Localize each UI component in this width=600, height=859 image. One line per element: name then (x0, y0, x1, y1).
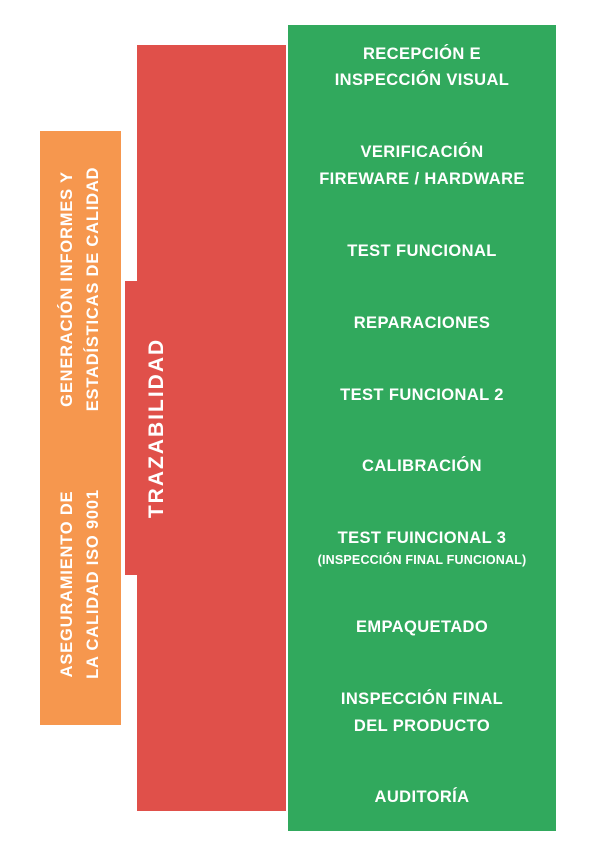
process-step-reception: RECEPCIÓN E INSPECCIÓN VISUAL (296, 41, 548, 94)
quality-assurance-bar (40, 131, 121, 725)
traceability-label: TRAZABILIDAD (145, 337, 168, 519)
process-step-packaging: EMPAQUETADO (296, 614, 548, 640)
process-step-label: TEST FUNCIONAL 2 (340, 385, 504, 404)
process-step-label: INSPECCIÓN FINAL DEL PRODUCTO (340, 690, 504, 735)
process-step-final-inspection: INSPECCIÓN FINAL DEL PRODUCTO (296, 686, 548, 739)
process-step-calibration: CALIBRACIÓN (296, 453, 548, 479)
traceability-bar-tab (125, 281, 137, 575)
process-step-functional-test: TEST FUNCIONAL (296, 238, 548, 264)
process-steps-bar: RECEPCIÓN E INSPECCIÓN VISUAL VERIFICACI… (288, 25, 556, 831)
process-step-functional-test-2: TEST FUNCIONAL 2 (296, 382, 548, 408)
process-step-label: VERIFICACIÓN FIREWARE / HARDWARE (319, 143, 525, 188)
process-step-label: RECEPCIÓN E INSPECCIÓN VISUAL (334, 45, 510, 90)
process-step-label: TEST FUINCIONAL 3 (337, 529, 507, 548)
process-step-label: TEST FUNCIONAL (347, 241, 497, 260)
process-step-label: REPARACIONES (353, 313, 491, 332)
process-step-sublabel: (INSPECCIÓN FINAL FUNCIONAL) (317, 552, 527, 567)
process-step-label: CALIBRACIÓN (362, 457, 482, 476)
process-step-functional-test-3: TEST FUINCIONAL 3 (INSPECCIÓN FINAL FUNC… (296, 525, 548, 568)
traceability-bar (137, 45, 286, 811)
process-step-audit: AUDITORÍA (296, 784, 548, 810)
process-step-repairs: REPARACIONES (296, 310, 548, 336)
quality-reports-label: GENERACIÓN INFORMES Y ESTADÍSTICAS DE CA… (57, 166, 102, 412)
quality-iso9001-label: ASEGURAMIENTO DE LA CALIDAD ISO 9001 (57, 489, 102, 679)
process-step-verification: VERIFICACIÓN FIREWARE / HARDWARE (296, 139, 548, 192)
process-step-label: EMPAQUETADO (355, 618, 489, 637)
process-step-label: AUDITORÍA (374, 788, 470, 807)
